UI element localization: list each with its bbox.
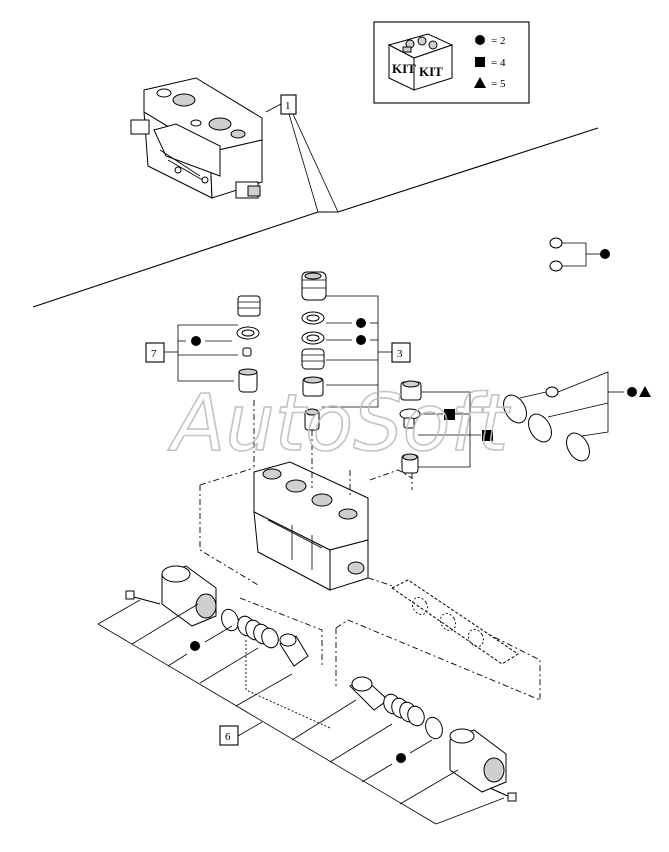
- callout-6: 6: [219, 725, 239, 746]
- legend-square-text: = 4: [491, 57, 506, 69]
- kit-label-1: KIT: [392, 61, 416, 76]
- square-symbol: [475, 57, 485, 67]
- callout-7-label: 7: [151, 348, 157, 360]
- callout-3: 3: [378, 342, 411, 363]
- watermark: AutoSoft: [167, 379, 511, 469]
- triangle-symbol: [474, 77, 486, 88]
- section-outline: [199, 400, 541, 700]
- kit-box-icon: KIT KIT: [387, 33, 454, 91]
- circle-symbol: [356, 318, 366, 328]
- circle-symbol: [396, 753, 406, 763]
- legend-circle-text: = 2: [491, 35, 505, 47]
- spool: [391, 579, 519, 665]
- valve-section-body: [253, 461, 369, 591]
- callout-3-label: 3: [397, 348, 403, 360]
- seal-stack-right: [399, 380, 493, 474]
- legend-triangle-text: = 5: [491, 78, 506, 90]
- oring-pair-group: [549, 237, 610, 272]
- right-dash-outline: [335, 619, 541, 701]
- circle-symbol: [356, 335, 366, 345]
- callout-1: 1: [265, 94, 339, 213]
- ref-6-leaders: [97, 599, 505, 825]
- kit-legend: KIT KIT = 2 = 4 = 5: [373, 21, 530, 104]
- valve-assembly-illustration: [130, 77, 263, 199]
- callout-1-label: 1: [285, 100, 291, 112]
- triangle-symbol: [639, 386, 651, 397]
- large-oring-group: [503, 371, 651, 462]
- right-cap-assembly: [349, 676, 517, 802]
- kit-label-2: KIT: [419, 64, 443, 79]
- seal-stack-left: [177, 295, 261, 393]
- callout-7: 7: [145, 342, 178, 363]
- circle-symbol: [475, 35, 485, 45]
- spring-right: [383, 693, 425, 727]
- circle-symbol: [600, 249, 610, 259]
- kit-legend-frame: [373, 21, 530, 104]
- left-dash-outline: [239, 597, 331, 729]
- circle-symbol: [191, 336, 201, 346]
- seal-stack-middle: [301, 271, 379, 431]
- left-cap-assembly: [125, 565, 309, 667]
- circle-symbol: [627, 387, 637, 397]
- circle-symbol: [190, 641, 200, 651]
- callout-6-label: 6: [225, 731, 231, 743]
- square-symbol: [482, 430, 493, 441]
- square-symbol: [444, 409, 455, 420]
- spring-left: [237, 615, 279, 649]
- section-divider: [32, 127, 599, 308]
